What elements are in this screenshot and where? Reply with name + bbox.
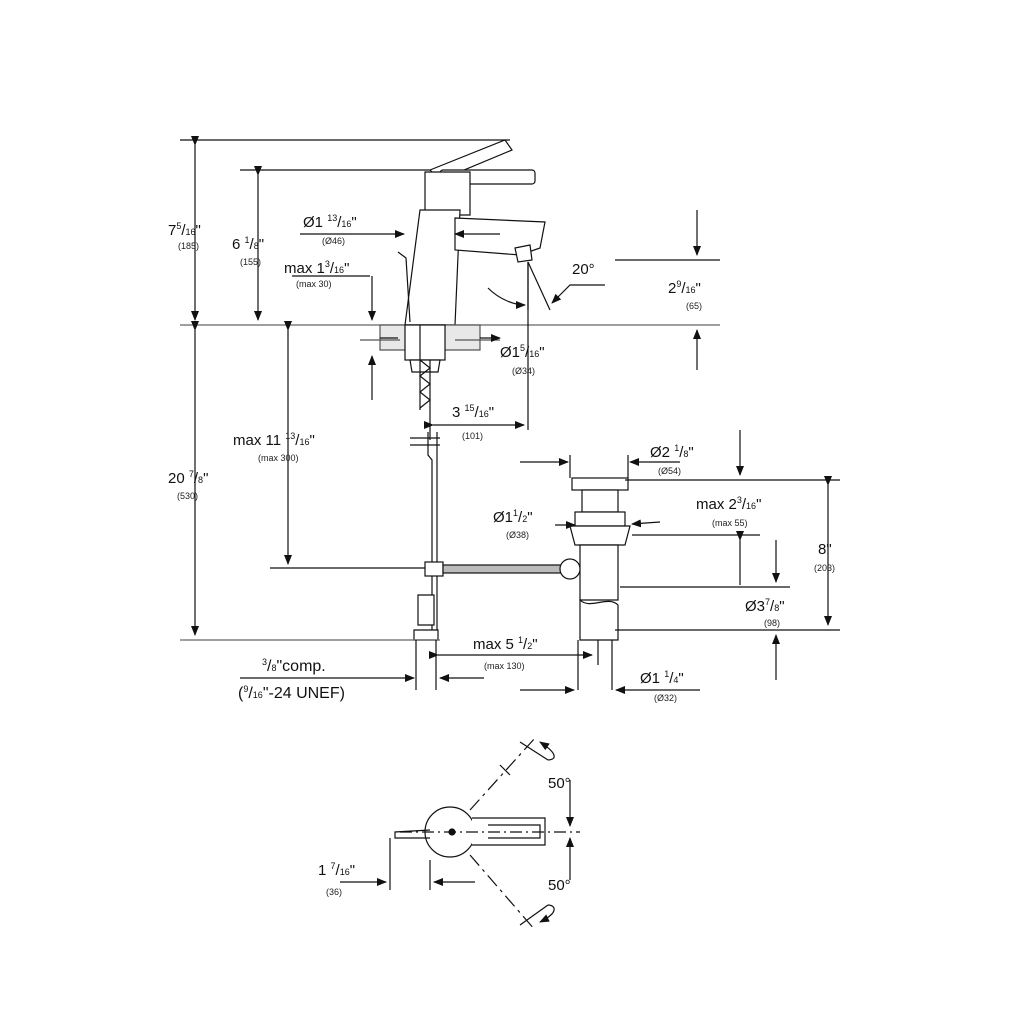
dim-top-offset-mm: (36) — [326, 887, 343, 897]
dim-top-offset: 1 7/16" — [318, 861, 356, 879]
dim-dia-114-mm: (Ø32) — [654, 693, 678, 703]
dim-eight: 8" — [818, 541, 832, 558]
dim-max-deck: max 13/16" — [284, 259, 350, 277]
dim-max-2-mm: (max 55) — [712, 518, 748, 528]
dim-max-11: max 11 13/16" — [233, 431, 315, 449]
dim-dia-378-mm: (98) — [764, 618, 781, 628]
dim-body-dia: Ø1 13/16" — [303, 213, 357, 231]
dim-spout-reach-mm: (101) — [462, 431, 484, 441]
dim-dia-378: Ø37/8" — [745, 597, 785, 615]
supply-linkage — [410, 432, 566, 641]
dim-body-dia-mm: (Ø46) — [322, 236, 346, 246]
dim-max-deck-mm: (max 30) — [296, 279, 332, 289]
dim-total-height-mm: (185) — [178, 241, 200, 251]
dim-height-20-mm: (530) — [177, 491, 199, 501]
dim-drain-dia-112: Ø11/2" — [493, 508, 533, 526]
drain-assembly — [559, 477, 631, 690]
dim-spout-reach: 3 15/16" — [452, 403, 495, 421]
dim-lever-height-mm: (155) — [240, 257, 262, 267]
dim-angle-50-bottom: 50° — [548, 877, 571, 894]
faucet-side-view — [397, 139, 546, 326]
deck — [180, 324, 720, 373]
dim-spout-height: 29/16" — [668, 279, 701, 297]
dim-hole-dia: Ø15/16" — [500, 343, 545, 361]
dim-drain-dia-2-mm: (Ø54) — [658, 466, 682, 476]
dim-angle-50-top: 50° — [548, 775, 571, 792]
dim-eight-mm: (203) — [814, 563, 836, 573]
dim-height-20: 20 7/8" — [168, 469, 209, 487]
dim-comp: 3/8"comp. — [262, 657, 326, 675]
dim-unef: (9/16"-24 UNEF) — [238, 684, 345, 702]
dim-max-5: max 5 1/2" — [473, 635, 538, 653]
threaded-shank — [419, 325, 431, 410]
dim-lever-height: 6 1/8" — [232, 235, 265, 253]
dim-drain-dia-112-mm: (Ø38) — [506, 530, 530, 540]
dim-angle-20: 20° — [572, 261, 595, 278]
dim-total-height: 75/16" — [168, 221, 201, 239]
dim-max-2: max 23/16" — [696, 495, 762, 513]
dimension-lines — [180, 136, 840, 694]
dim-hole-dia-mm: (Ø34) — [512, 366, 536, 376]
dim-drain-dia-2: Ø2 1/8" — [650, 443, 694, 461]
faucet-top-view — [340, 737, 580, 931]
dim-spout-height-mm: (65) — [686, 301, 703, 311]
dim-max-5-mm: (max 130) — [484, 661, 525, 671]
dim-dia-114: Ø1 1/4" — [640, 669, 684, 687]
dim-max-11-mm: (max 300) — [258, 453, 299, 463]
